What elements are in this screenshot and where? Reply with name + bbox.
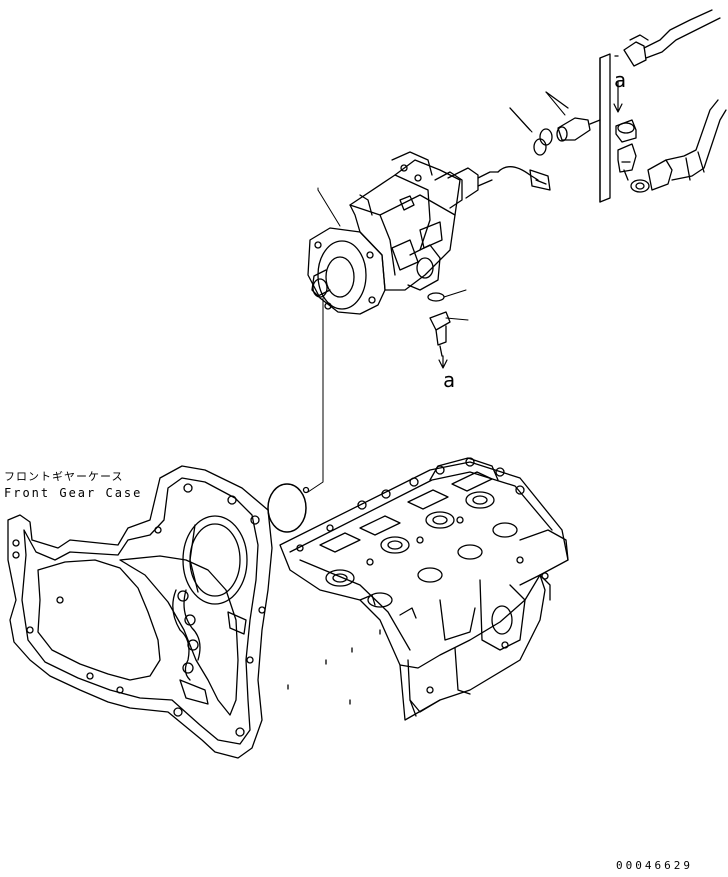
engine-block — [400, 575, 550, 720]
fitting-o-ring-pair — [510, 108, 552, 155]
connector-fitting — [546, 92, 600, 141]
arrow-down-to-a — [439, 356, 447, 368]
cylinder-head — [280, 458, 568, 668]
block-bolt-marks — [288, 630, 380, 704]
plug-fitting — [618, 144, 636, 180]
outlet-connector — [430, 312, 468, 356]
fuel-hose-lower — [648, 100, 726, 190]
washer — [631, 180, 649, 192]
connection-mark-lower: a — [443, 368, 456, 392]
front-gear-case — [8, 466, 272, 758]
o-ring-gear-case — [268, 484, 306, 532]
leader-line-shaft — [308, 298, 323, 492]
leader-pump — [318, 190, 340, 226]
fuel-hose-upper — [624, 10, 720, 66]
connection-mark-upper: a — [614, 68, 627, 92]
front-gear-case-label-en: Front Gear Case — [4, 486, 143, 500]
front-gear-case-label-jp: フロントギヤーケース — [4, 470, 124, 483]
fuel-injection-pump — [308, 152, 550, 314]
o-ring-outlet — [428, 293, 444, 301]
detail-bracket — [600, 54, 618, 202]
drawing-number: 00046629 — [616, 859, 693, 872]
arrow-to-nut — [614, 82, 622, 112]
connector-nut — [616, 120, 636, 142]
